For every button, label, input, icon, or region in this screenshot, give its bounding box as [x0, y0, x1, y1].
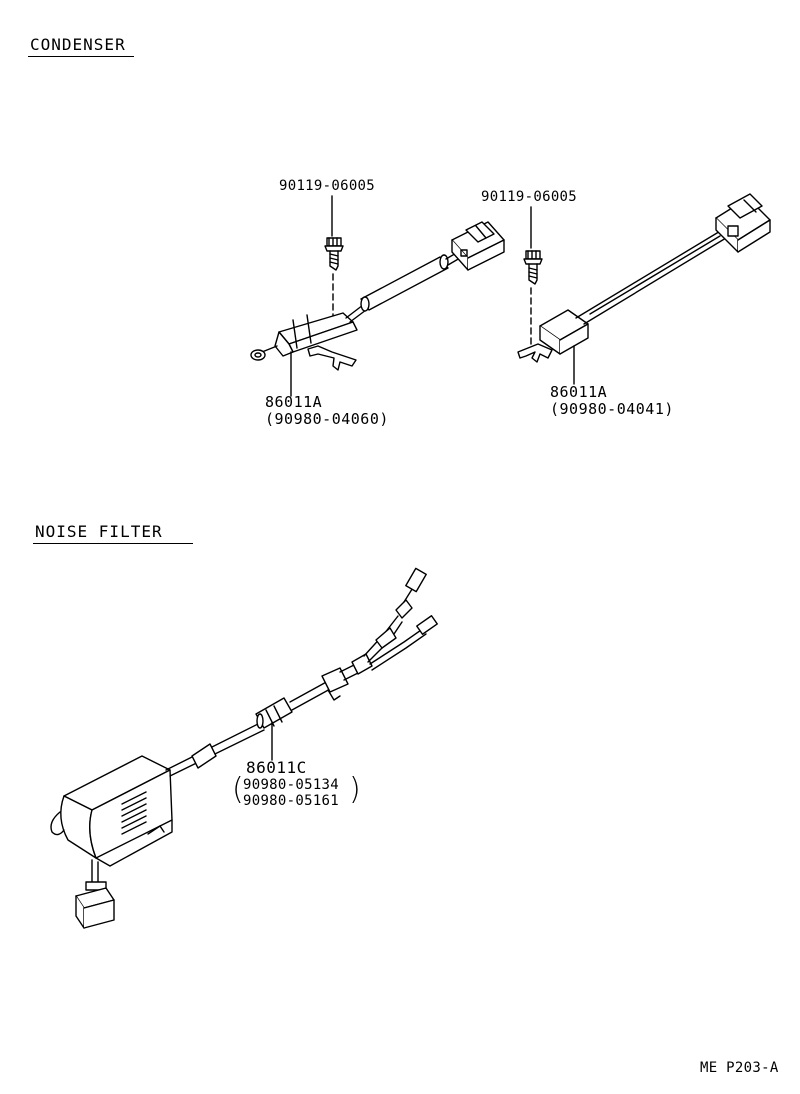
condenser-right-assembly: [518, 194, 770, 384]
section-heading-noise-filter: NOISE FILTER: [35, 522, 163, 541]
bolt-right-icon: [524, 251, 542, 284]
part-number-noise-filter-1: 90980-05134: [243, 777, 340, 793]
part-ref-condenser-right: 86011A: [550, 383, 608, 401]
bracket-open: (: [232, 772, 244, 807]
bracket-close: ): [349, 772, 361, 807]
part-number-condenser-right: (90980-04041): [550, 400, 674, 418]
part-ref-noise-filter: 86011C: [246, 758, 307, 777]
bolt-left-icon: [325, 238, 343, 270]
diagram-code: ME P203-A: [700, 1060, 779, 1076]
part-label-bolt-left: 90119-06005: [279, 178, 376, 194]
noise-filter-assembly: [51, 568, 437, 928]
part-number-noise-filter-2: 90980-05161: [243, 793, 340, 809]
condenser-left-assembly: [251, 196, 504, 396]
connector-right-icon: [716, 194, 770, 252]
part-label-bolt-right: 90119-06005: [481, 189, 578, 205]
part-number-condenser-left: (90980-04060): [265, 410, 389, 428]
section-heading-condenser: CONDENSER: [30, 35, 126, 54]
heading-underline: [33, 543, 193, 544]
heading-underline: [28, 56, 134, 57]
connector-left-icon: [452, 222, 504, 270]
part-ref-condenser-left: 86011A: [265, 393, 323, 411]
